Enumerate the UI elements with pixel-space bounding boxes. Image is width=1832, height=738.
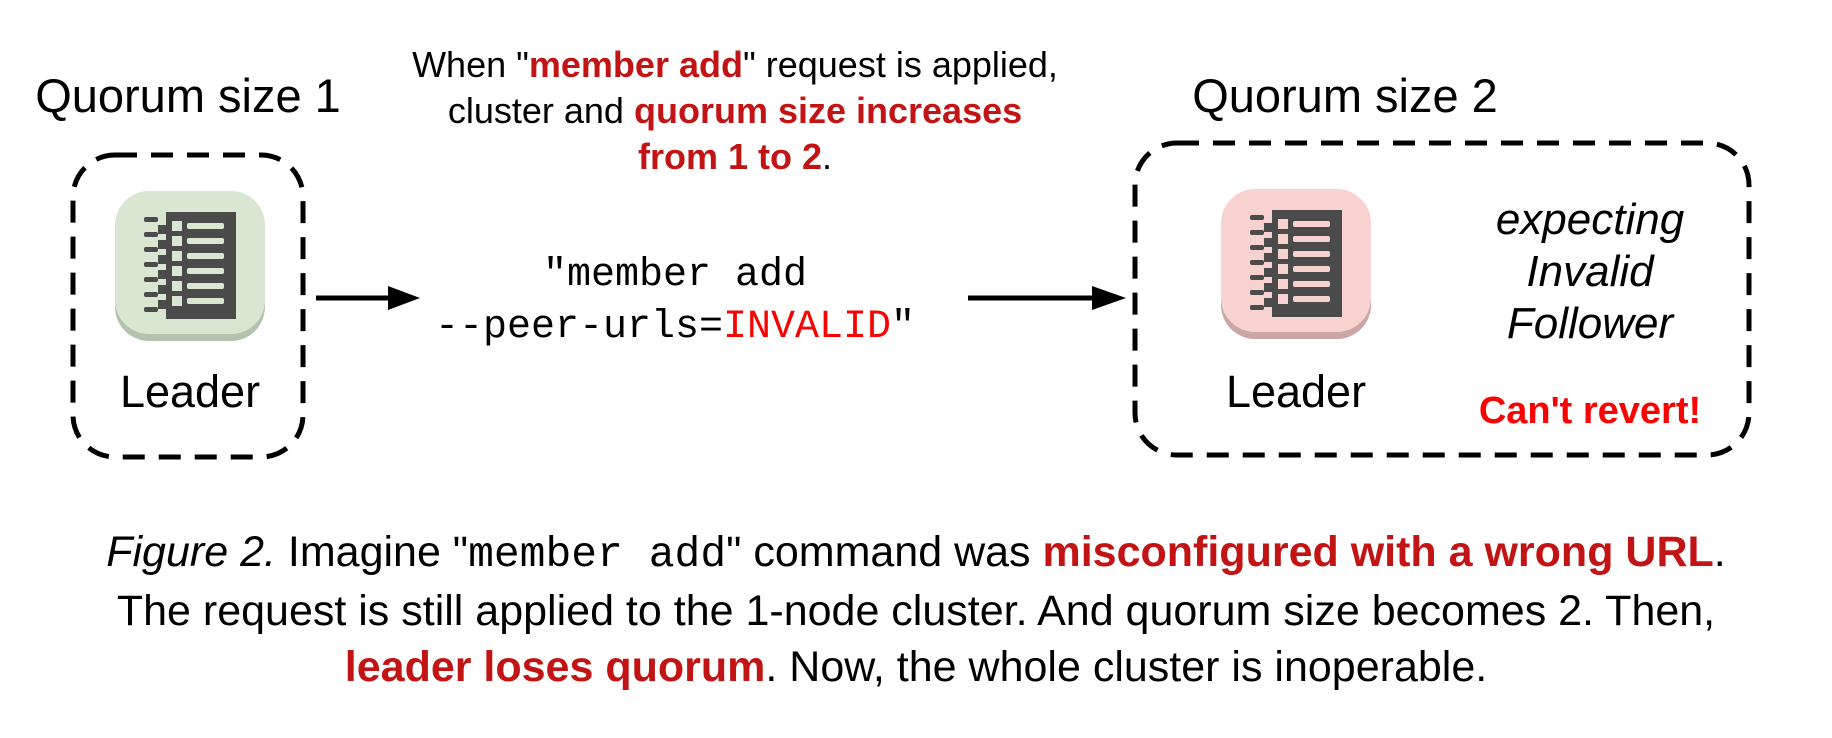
left-cluster-title: Quorum size 1: [35, 69, 341, 122]
member-add-note: When "member add" request is applied, cl…: [385, 42, 1085, 180]
command-line: "member add: [542, 253, 808, 298]
caption-line: Figure 2. Imagine "member add" command w…: [106, 528, 1726, 579]
leader-node-icon-pink: [1221, 189, 1371, 339]
expecting-follower-status: expecting Invalid Follower: [1440, 194, 1740, 350]
status-line: Follower: [1506, 299, 1674, 348]
member-add-command: "member add --peer-urls=INVALID": [420, 250, 930, 354]
status-line: expecting: [1495, 195, 1685, 244]
note-line: When "member add" request is applied,: [412, 44, 1058, 85]
note-line: cluster and quorum size increases: [447, 90, 1023, 131]
status-line: Invalid: [1526, 247, 1654, 296]
right-node-label: Leader: [1225, 366, 1367, 417]
arrow-right-icon: [316, 286, 420, 310]
note-line: from 1 to 2.: [637, 136, 833, 177]
right-cluster-title: Quorum size 2: [1192, 69, 1498, 122]
caption-line: leader loses quorum. Now, the whole clus…: [344, 643, 1488, 691]
cant-revert-warning: Can't revert!: [1478, 390, 1702, 432]
command-line: --peer-urls=INVALID": [434, 305, 916, 350]
caption-line: The request is still applied to the 1-no…: [116, 587, 1716, 635]
arrow-right-icon: [968, 286, 1126, 310]
leader-node-icon-green: [115, 191, 265, 341]
right-cluster-dashed-box: [1132, 140, 1752, 458]
left-node-label: Leader: [119, 366, 261, 417]
figure-caption: Figure 2. Imagine "member add" command w…: [0, 524, 1832, 695]
left-cluster-dashed-box: [70, 152, 306, 460]
